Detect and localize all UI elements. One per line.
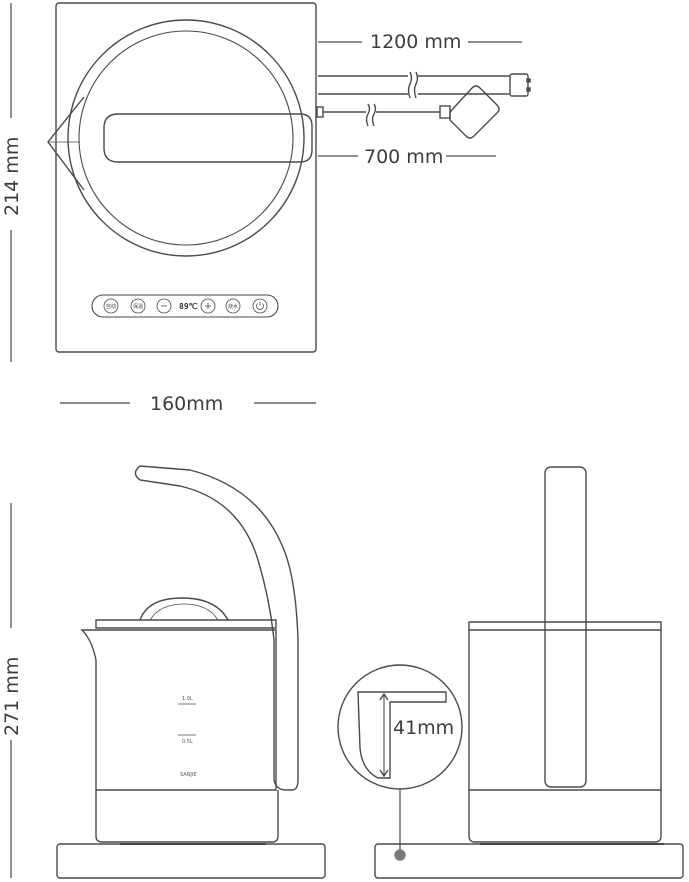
brand-label: SANJIE: [180, 772, 197, 778]
plug-strain-relief: [439, 105, 451, 119]
front-base-plate: [374, 843, 684, 879]
detail-arrow-head-top: [379, 692, 389, 701]
top-view: [10, 2, 531, 404]
detail-pointer-dot: [394, 849, 406, 861]
side-view: [10, 465, 326, 879]
cord-long-break: [407, 71, 419, 99]
lid-dome-inner: [149, 603, 219, 621]
auto-button[interactable]: [103, 298, 119, 314]
power-icon: [256, 303, 264, 310]
dim-1200-label: 1200 mm: [370, 31, 461, 53]
kettle-body-circle: [67, 19, 305, 257]
boil-button-label: 烧水: [228, 303, 238, 310]
front-handle: [544, 466, 587, 788]
lid-circle: [78, 30, 294, 246]
control-buttons: [103, 298, 268, 314]
control-panel-strip: [91, 294, 279, 318]
power-button[interactable]: [252, 298, 268, 314]
usb-pin-2: [526, 87, 531, 92]
usb-pin-1: [526, 78, 531, 83]
base-section-side: [95, 790, 279, 843]
detail-base-profile: [357, 691, 447, 779]
detail-arrow-head-bottom: [379, 769, 389, 778]
dim-214-label: 214 mm: [1, 137, 23, 216]
dim-271-label: 271 mm: [1, 657, 23, 736]
kettle-body-side: [80, 629, 277, 791]
front-body: [468, 630, 662, 791]
boil-button[interactable]: [225, 298, 241, 314]
auto-button-label: 自动: [106, 303, 116, 310]
keep-warm-button[interactable]: [130, 298, 146, 314]
plug-icon: [449, 85, 500, 139]
cord-short-break: [365, 103, 377, 127]
dim-160-label: 160mm: [150, 393, 223, 415]
temperature-display: 89℃: [179, 302, 198, 311]
base-plate-side: [56, 843, 326, 879]
plus-button[interactable]: [200, 298, 216, 314]
level-label-mid: 0.5L: [182, 739, 193, 745]
dim-700-label: 700 mm: [364, 146, 443, 168]
keep-warm-button-label: 保温: [133, 303, 143, 310]
front-view: [337, 466, 684, 879]
usb-connector-icon: [509, 73, 529, 97]
front-lid-rim: [468, 621, 662, 631]
base-plate-outline: [55, 2, 317, 353]
lid-dome: [139, 597, 229, 621]
side-handle: [134, 465, 299, 791]
front-base-section: [468, 790, 662, 843]
lid-rim: [95, 619, 277, 629]
minus-button[interactable]: [156, 298, 172, 314]
level-label-top: 1.0L: [182, 696, 193, 702]
top-handle: [103, 113, 313, 163]
cord-short-strain-relief: [316, 106, 324, 118]
dim-41-label: 41mm: [393, 717, 454, 739]
